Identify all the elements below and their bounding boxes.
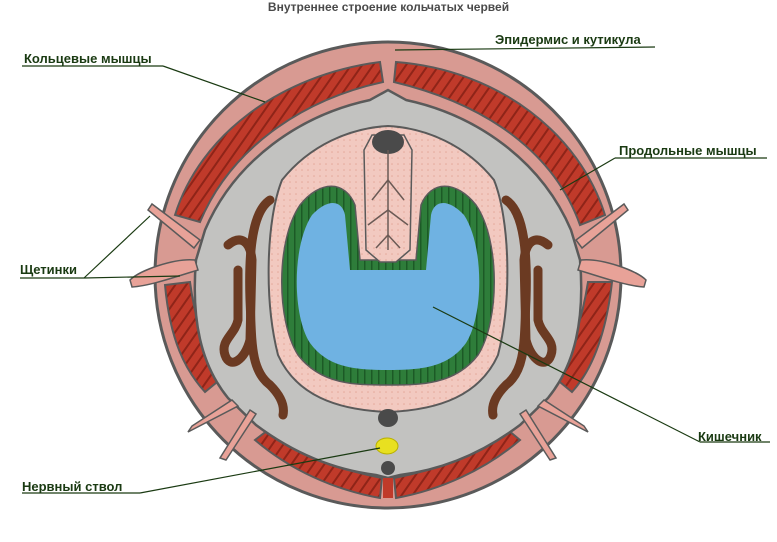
leader-setae-1 [83, 215, 151, 279]
label-intestine: Кишечник [698, 429, 762, 444]
leader-circular-muscles-2 [162, 65, 266, 103]
seta-bottom-left-1 [187, 399, 240, 433]
nerve-cord [375, 437, 399, 455]
seta-bottom-right-1 [536, 399, 589, 433]
nephridium-left [219, 195, 288, 420]
setae [129, 202, 647, 461]
dorsal-vessel [372, 130, 404, 154]
subneural-vessel [381, 461, 395, 475]
leader-lines [20, 46, 770, 494]
label-circular-muscles: Кольцевые мышцы [24, 51, 152, 66]
seta-bottom-right-2 [518, 408, 558, 461]
typhlosole-branches [367, 150, 409, 250]
label-epidermis: Эпидермис и кутикула [495, 32, 641, 47]
seta-upper-left [147, 202, 202, 250]
leader-setae-2 [83, 275, 181, 279]
diagram-title: Внутреннее строение кольчатых червей [267, 0, 510, 14]
label-setae: Щетинки [20, 262, 78, 277]
muscle-band-top-right [392, 60, 607, 227]
leader-intestine [432, 306, 701, 443]
seta-lower-right [577, 259, 647, 288]
leader-nerve [139, 447, 381, 494]
label-longitudinal-muscles: Продольные мышцы [619, 143, 757, 158]
leader-longitudinal-muscles [559, 157, 616, 191]
muscle-band-top-left [173, 60, 385, 224]
seta-lower-left [129, 259, 199, 288]
intestine-lumen [296, 202, 480, 370]
ventral-red-stripe [383, 478, 393, 498]
seta-upper-right [574, 202, 629, 250]
leader-epidermis [394, 46, 656, 51]
label-nerve-cord: Нервный ствол [22, 479, 123, 494]
seta-bottom-left-2 [218, 408, 258, 461]
ventral-vessel [378, 409, 398, 427]
